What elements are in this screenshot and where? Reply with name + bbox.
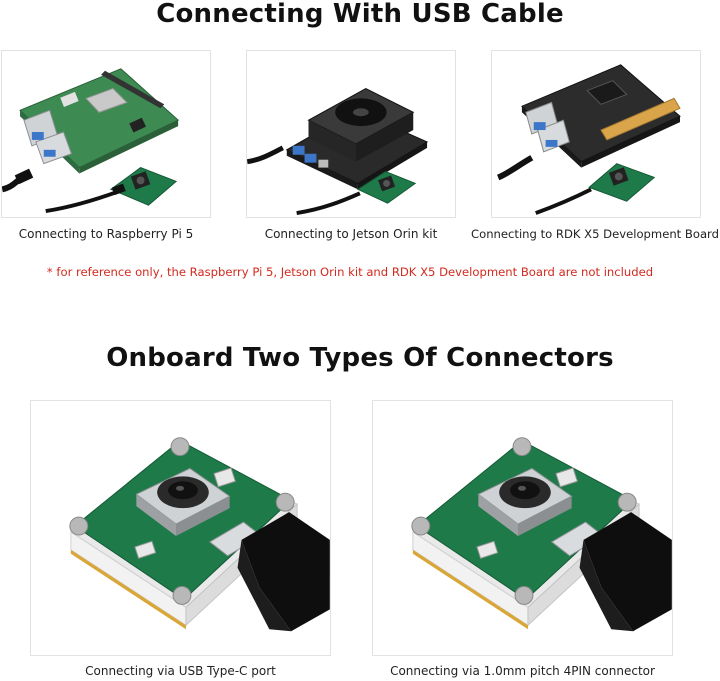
rdk-x5-photo bbox=[491, 50, 701, 218]
connectors-section-title: Onboard Two Types Of Connectors bbox=[106, 343, 614, 373]
usb-section-title: Connecting With USB Cable bbox=[156, 0, 564, 29]
4pin-connector-photo bbox=[372, 400, 673, 656]
usb-type-c-illustration bbox=[31, 401, 330, 655]
caption-4pin-connector: Connecting via 1.0mm pitch 4PIN connecto… bbox=[390, 664, 655, 678]
jetson-orin-illustration bbox=[247, 51, 455, 217]
usb-type-c-photo bbox=[30, 400, 331, 656]
raspberry-pi-illustration bbox=[2, 51, 210, 217]
caption-usb-type-c: Connecting via USB Type-C port bbox=[85, 664, 276, 678]
reference-note: * for reference only, the Raspberry Pi 5… bbox=[46, 265, 654, 279]
caption-rdk-x5: Connecting to RDK X5 Development Board bbox=[471, 227, 719, 241]
caption-raspberry-pi: Connecting to Raspberry Pi 5 bbox=[18, 227, 194, 241]
jetson-orin-photo bbox=[246, 50, 456, 218]
caption-jetson-orin: Connecting to Jetson Orin kit bbox=[264, 227, 438, 241]
raspberry-pi-photo bbox=[1, 50, 211, 218]
4pin-connector-illustration bbox=[373, 401, 672, 655]
rdk-x5-illustration bbox=[492, 51, 700, 217]
